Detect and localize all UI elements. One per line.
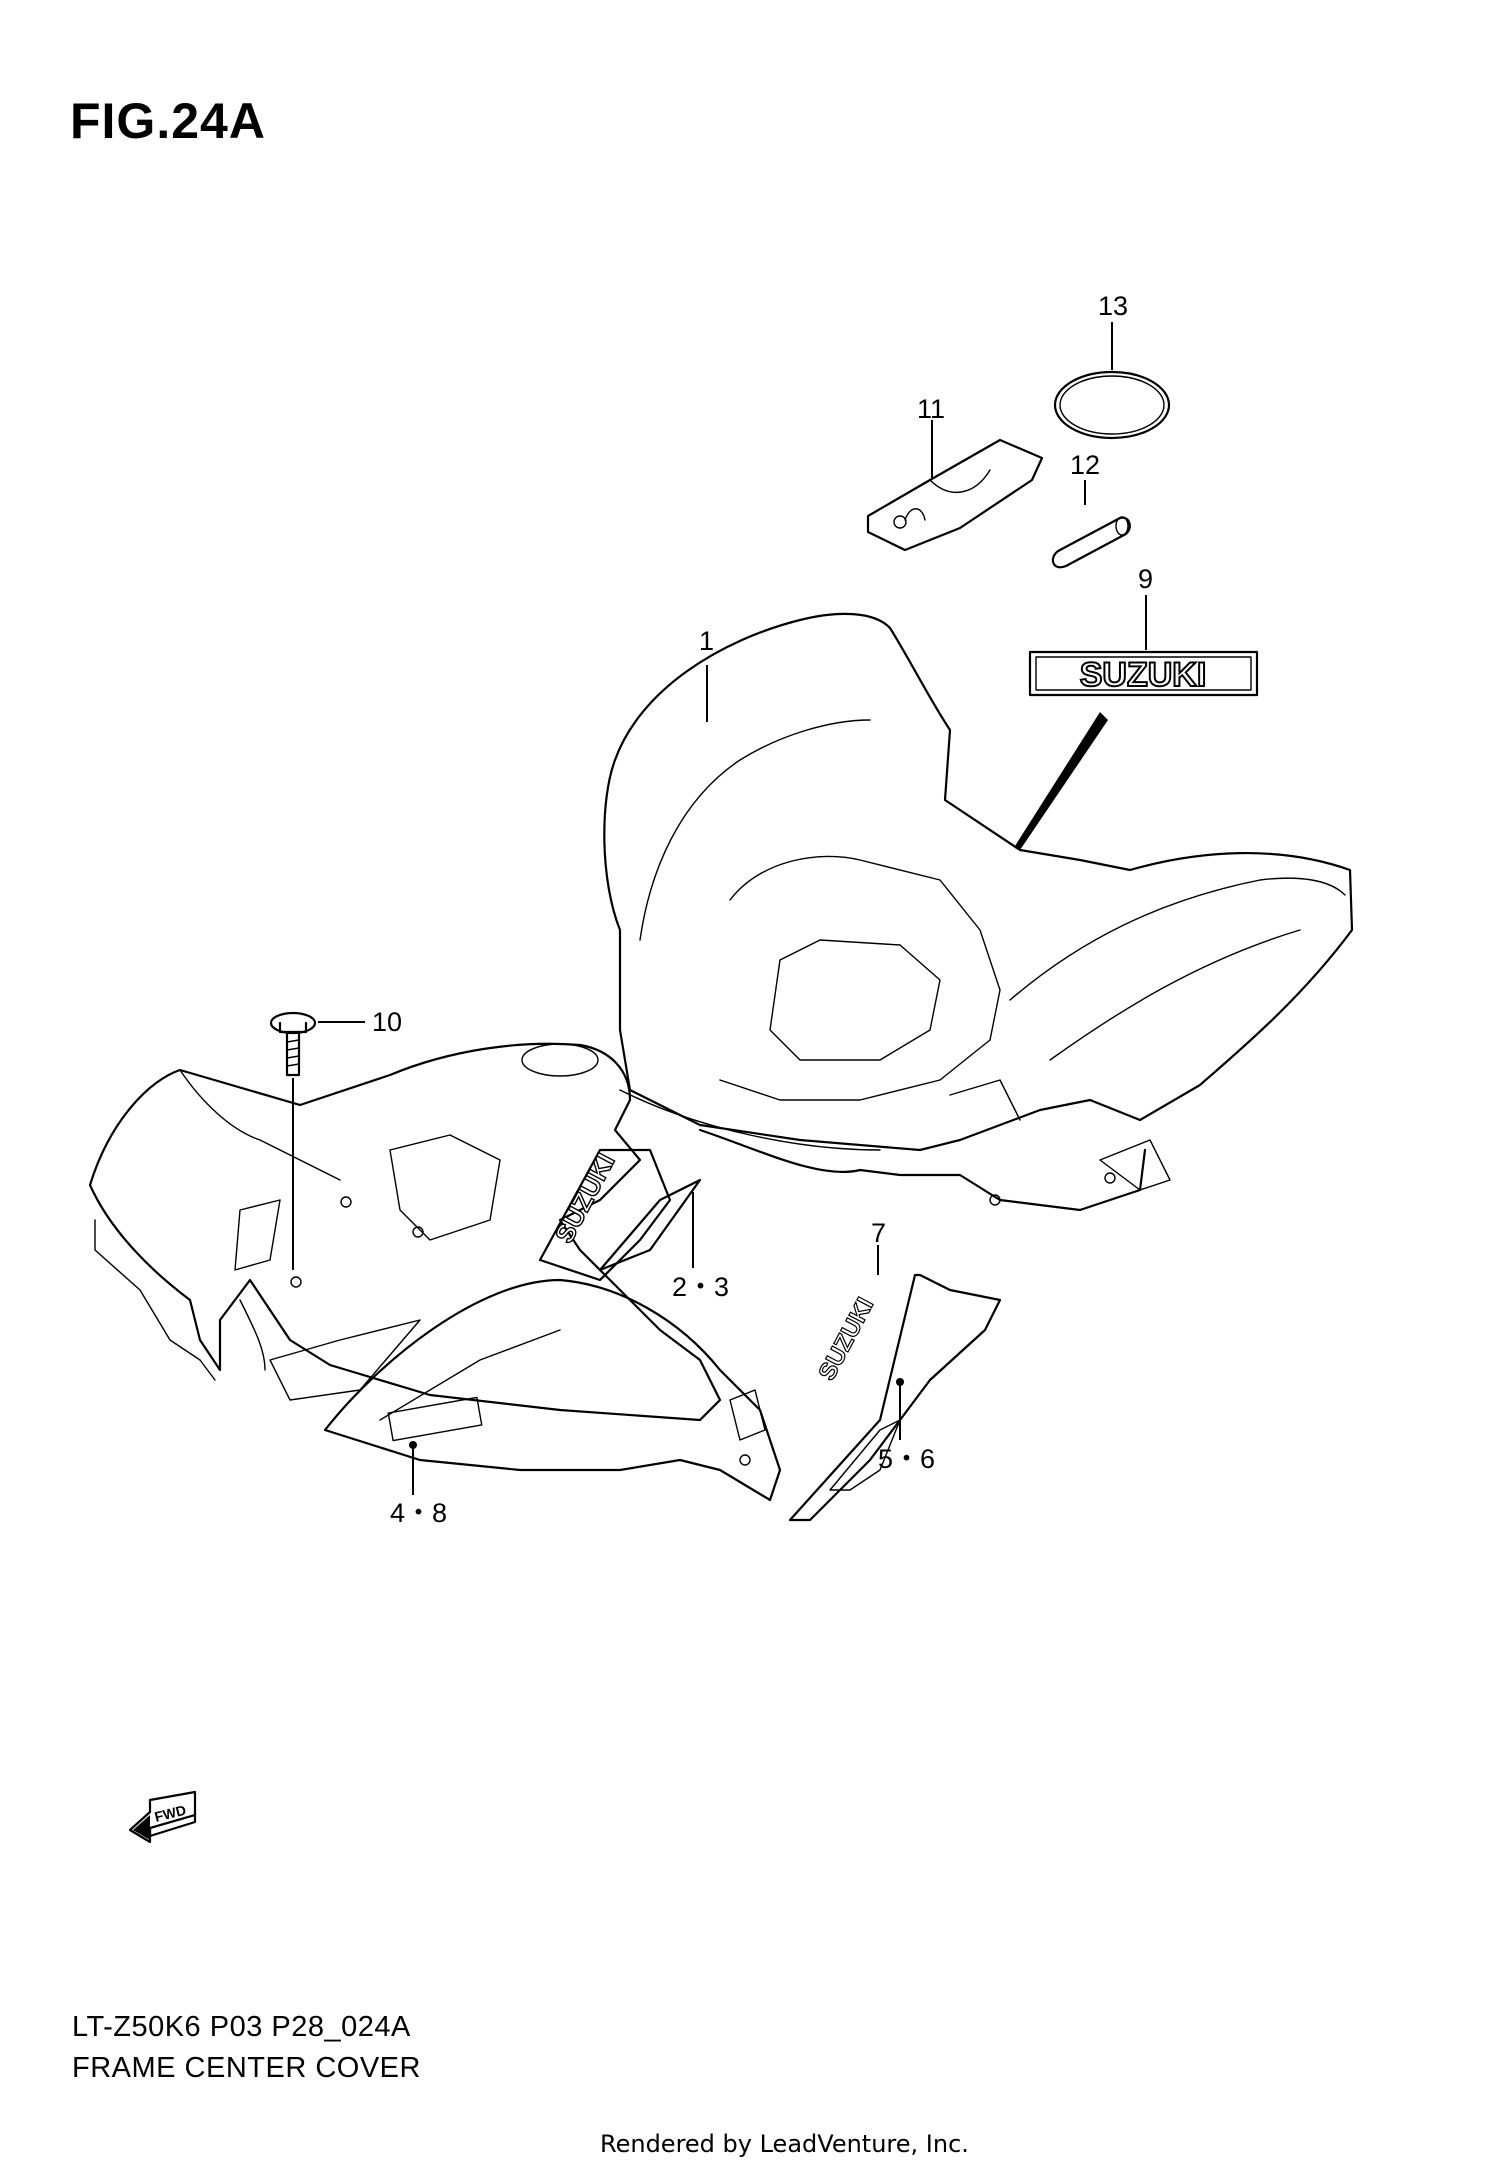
bolt-part-10[interactable] bbox=[269, 1011, 365, 1270]
rear-fender-part-1[interactable] bbox=[603, 612, 1354, 1212]
callout-9: 9 bbox=[1138, 564, 1154, 594]
render-credit: Rendered by LeadVenture, Inc. bbox=[600, 2130, 969, 2158]
callout-11: 11 bbox=[917, 394, 946, 424]
decal-sheet-text: SUZUKI bbox=[813, 1293, 879, 1385]
figure-title: FIG.24A bbox=[70, 93, 266, 149]
callout-13: 13 bbox=[1098, 291, 1129, 321]
callout-2-3: 2・3 bbox=[672, 1272, 730, 1302]
callout-12: 12 bbox=[1070, 450, 1101, 480]
model-code: LT-Z50K6 P03 P28_024A bbox=[72, 2011, 411, 2043]
callout-4-8: 4・8 bbox=[390, 1498, 448, 1528]
fwd-arrow-label: FWD bbox=[153, 1802, 188, 1825]
callout-10: 10 bbox=[372, 1007, 403, 1037]
fwd-arrow-icon: FWD bbox=[128, 1790, 197, 1844]
cushion-part-11[interactable] bbox=[866, 420, 1044, 552]
callout-1: 1 bbox=[699, 626, 715, 656]
callout-5-6: 5・6 bbox=[878, 1444, 936, 1474]
side-decal-part-5-6[interactable]: SUZUKI bbox=[788, 1245, 1002, 1522]
emblem-part-9[interactable]: SUZUKI bbox=[1015, 595, 1259, 850]
callout-7: 7 bbox=[871, 1218, 887, 1248]
emblem-text: SUZUKI bbox=[1080, 656, 1207, 694]
part-group-name: FRAME CENTER COVER bbox=[72, 2052, 421, 2084]
pipe-part-12[interactable] bbox=[1051, 480, 1131, 569]
o-ring-part-13[interactable] bbox=[1053, 322, 1171, 440]
side-graphic-text: SUZUKI bbox=[549, 1148, 621, 1248]
